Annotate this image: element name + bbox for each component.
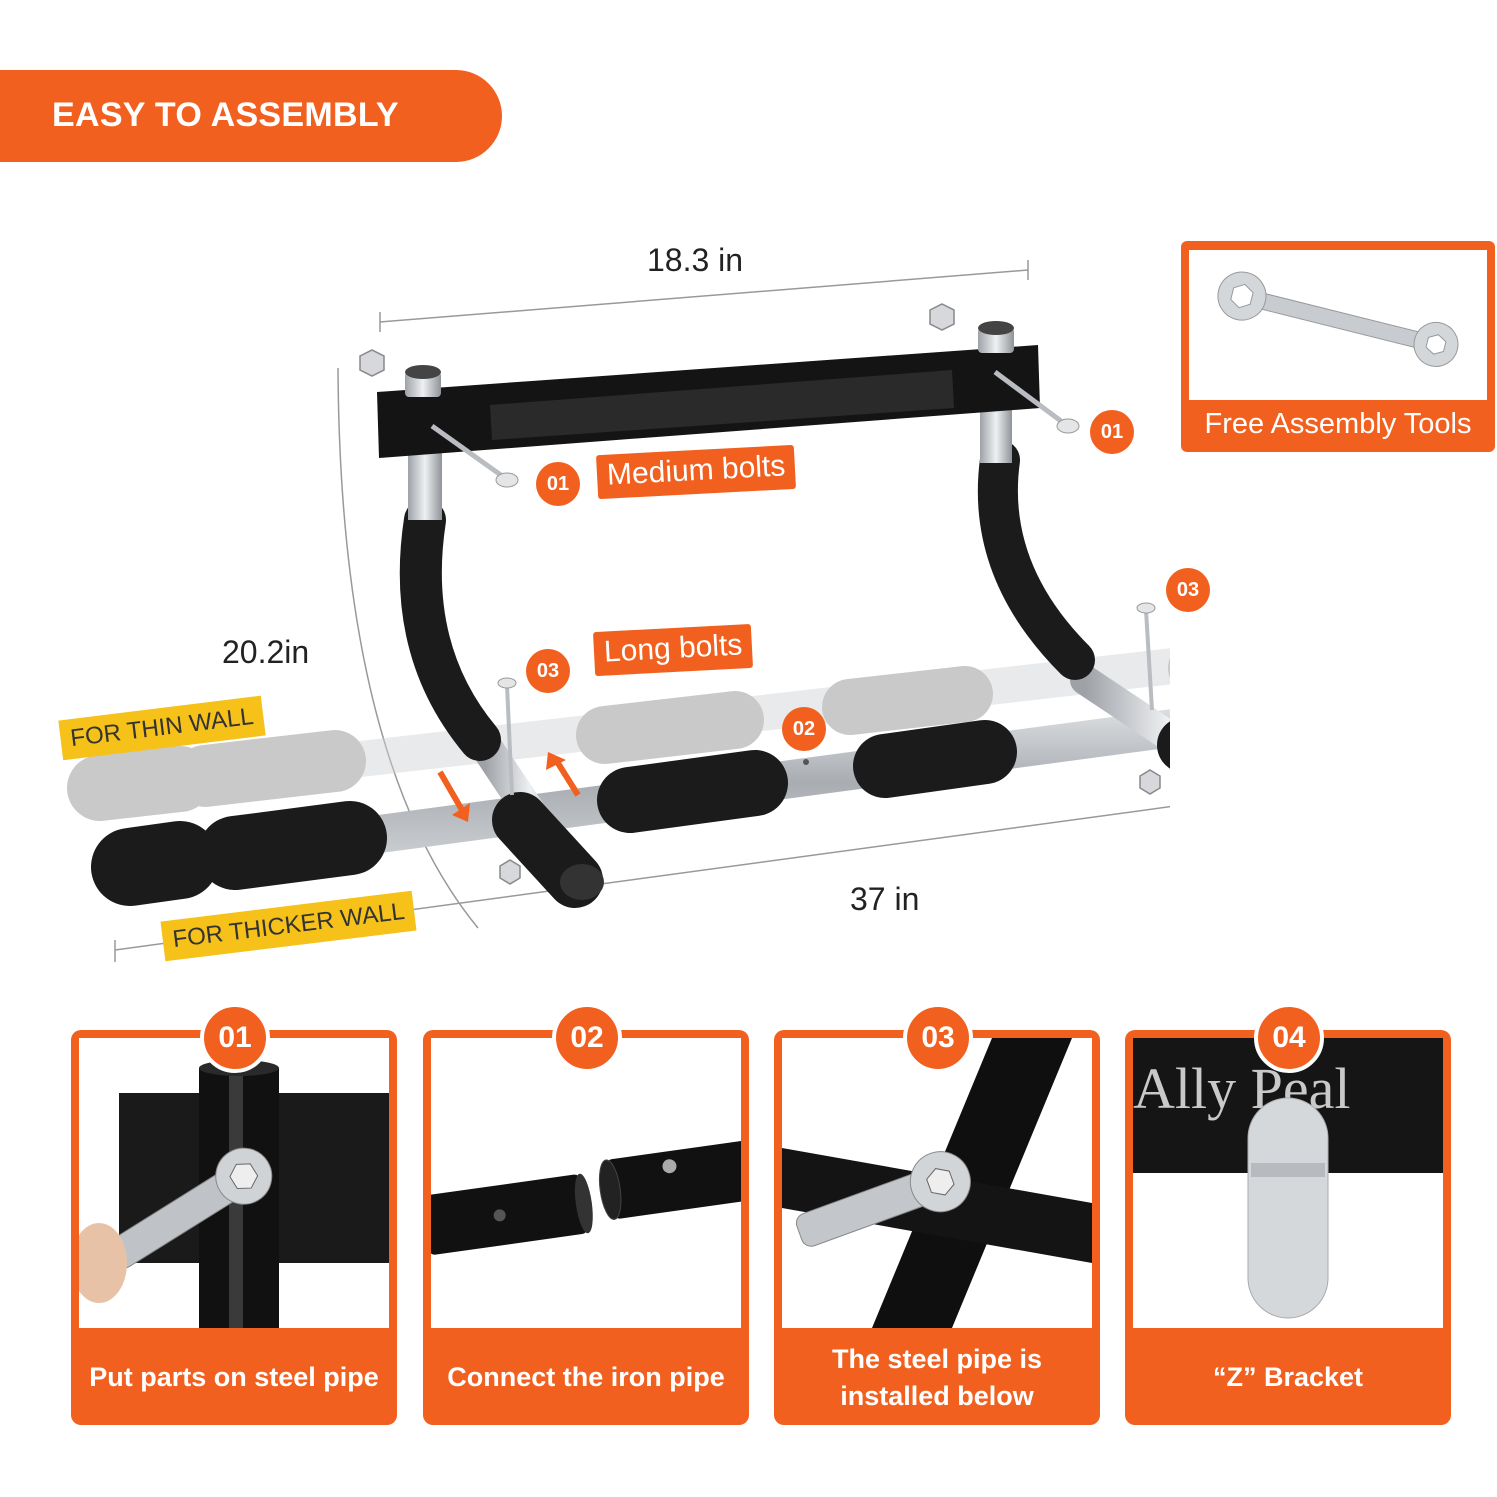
handle-right [977, 440, 1095, 680]
header-title: EASY TO ASSEMBLY [52, 96, 399, 134]
step-caption-2: Connect the iron pipe [447, 1362, 725, 1393]
step-photo-4: Ally Peal [1133, 1038, 1443, 1328]
tools-photo [1189, 250, 1487, 400]
step-card-3: The steel pipe is installed below [774, 1030, 1100, 1425]
nut-icon [1139, 769, 1161, 795]
wrench-icon [1217, 271, 1459, 367]
callout-03-left: 03 [526, 649, 570, 693]
medium-bolt-right [993, 369, 1067, 427]
dimension-length: 37 in [850, 881, 920, 917]
step-caption-4: “Z” Bracket [1212, 1362, 1364, 1393]
nut-icon [499, 859, 521, 885]
callout-01-left: 01 [536, 462, 580, 506]
long-bolt-right [1144, 609, 1154, 711]
grip-end-left [91, 821, 219, 906]
step-card-2: Connect the iron pipe [423, 1030, 749, 1425]
callout-03-right: 03 [1166, 568, 1210, 612]
step-caption-3: The steel pipe is installed below [831, 1344, 1043, 1411]
nut-icon [359, 349, 385, 377]
grip-center-right [853, 720, 1017, 798]
step-badge-1: 01 [200, 1003, 270, 1073]
step-photo-2 [431, 1038, 741, 1328]
step-badge-2: 02 [552, 1003, 622, 1073]
step-photo-1 [79, 1038, 389, 1328]
step-caption-1: Put parts on steel pipe [89, 1362, 379, 1393]
dimension-top-width: 18.3 in [647, 242, 744, 278]
header-banner [0, 70, 502, 162]
step-card-4: Ally Peal “Z” Bracket [1125, 1030, 1451, 1425]
long-bolt-left [505, 684, 514, 796]
arrow-down-icon [437, 770, 465, 812]
dimension-height: 20.2in [222, 634, 310, 670]
dim-line-top [379, 269, 1029, 323]
ghost-bar [67, 648, 1170, 821]
handle-left [399, 499, 501, 761]
nut-icon [929, 303, 955, 331]
medium-bolt-left [430, 423, 507, 481]
step-badge-4: 04 [1254, 1003, 1324, 1073]
step-badge-3: 03 [903, 1003, 973, 1073]
grip-center-left [597, 750, 788, 833]
tools-label: Free Assembly Tools [1204, 408, 1472, 440]
grip-left [198, 801, 387, 890]
callout-01-right: 01 [1090, 410, 1134, 454]
label-long-bolts: Long bolts [592, 623, 754, 677]
callout-02: 02 [782, 707, 826, 751]
step-card-1: Put parts on steel pipe [71, 1030, 397, 1425]
pull-up-bar-diagram [67, 260, 1170, 962]
arrow-up-icon [553, 758, 581, 797]
step-photo-3 [782, 1038, 1092, 1328]
dim-line-height [337, 367, 479, 929]
